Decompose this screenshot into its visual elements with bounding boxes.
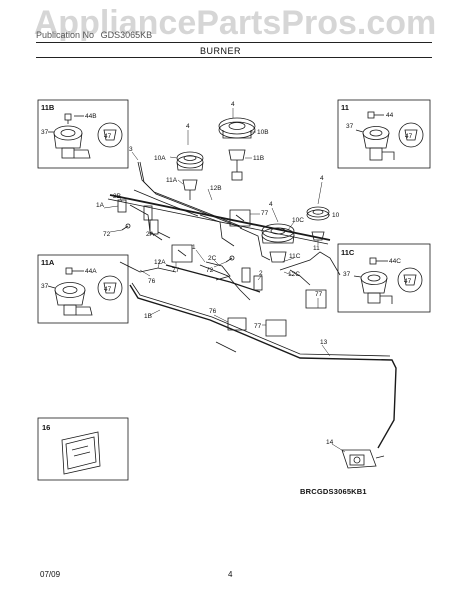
- model-number: GDS3065KB: [100, 30, 153, 40]
- callout-77-c: 77: [315, 291, 323, 298]
- bracket-77-c: [265, 319, 287, 337]
- callout-37: 37: [41, 129, 49, 136]
- inset-11: 11 44 37 47: [337, 99, 431, 169]
- callout-47: 47: [405, 133, 413, 140]
- callout-47: 47: [104, 133, 112, 140]
- callout-4-c: 4: [269, 201, 273, 208]
- burner-10: [306, 206, 330, 241]
- inset-11c-label: 11C: [341, 248, 355, 257]
- inset-16-label: 16: [42, 423, 50, 432]
- bracket-77-d: [305, 289, 327, 309]
- screw-72-b: [225, 255, 235, 263]
- callout-37: 37: [346, 123, 354, 130]
- callout-72-b: 72: [206, 267, 214, 274]
- screw-72-a: [121, 223, 131, 231]
- callout-labels: 4 4 4 4 10B 10A 11B 3 11A 12B 2B 1A 72 2…: [96, 101, 340, 446]
- page-number: 4: [228, 570, 233, 579]
- callout-12a: 12A: [154, 259, 166, 266]
- bracket-77-b: [171, 244, 193, 263]
- callout-12c: 12C: [288, 271, 300, 278]
- callout-12b: 12B: [210, 185, 222, 192]
- callout-44a: 44A: [85, 268, 97, 275]
- watermark: AppliancePartsPros.com: [33, 4, 437, 42]
- callout-4-a: 4: [186, 123, 190, 130]
- header-rule-bottom: [36, 57, 432, 58]
- callout-2c: 2C: [208, 255, 217, 262]
- callout-77-a: 77: [261, 210, 269, 217]
- callout-10: 10: [332, 212, 340, 219]
- callout-2: 2: [259, 270, 263, 277]
- callout-leaders: [103, 108, 346, 453]
- callout-44: 44: [386, 112, 394, 119]
- callout-11a: 11A: [166, 177, 178, 184]
- section-title: BURNER: [200, 46, 242, 56]
- inset-11a-label: 11A: [41, 258, 55, 267]
- callout-1a: 1A: [96, 202, 105, 209]
- callout-11: 11: [313, 245, 320, 252]
- publication-label: Publication No: [36, 30, 95, 40]
- inset-16: 16: [37, 417, 129, 481]
- callout-47: 47: [404, 278, 412, 285]
- manifold-1: [165, 261, 261, 331]
- burner-10b: [218, 117, 256, 181]
- callout-2a: 2A: [146, 231, 155, 238]
- header-line: Publication No GDS3065KB: [36, 30, 156, 40]
- callout-2b: 2B: [113, 193, 121, 200]
- callout-4-b: 4: [231, 101, 235, 108]
- callout-47: 47: [104, 286, 112, 293]
- bracket-77-a: [229, 209, 251, 227]
- callout-1: 1: [192, 244, 196, 251]
- callout-77-b: 77: [172, 267, 180, 274]
- inset-11-label: 11: [341, 103, 349, 112]
- callout-14: 14: [326, 439, 334, 446]
- callout-10a: 10A: [154, 155, 166, 162]
- callout-44c: 44C: [389, 258, 401, 265]
- manifold-rail: [107, 194, 331, 286]
- callout-1b: 1B: [144, 313, 152, 320]
- callout-10b: 10B: [257, 129, 269, 136]
- inset-11b: 11B 44B 37 47: [37, 99, 129, 169]
- igniter-wire-harness: [133, 161, 243, 229]
- callout-76-a: 76: [148, 278, 156, 285]
- inset-11a: 11A 44A 37 47: [37, 254, 129, 324]
- callout-10c: 10C: [292, 217, 304, 224]
- callout-77-d: 77: [254, 323, 262, 330]
- footer-date: 07/09: [40, 570, 61, 579]
- callout-11c: 11C: [289, 253, 301, 260]
- burner-10a: [176, 151, 204, 200]
- callout-44b: 44B: [85, 113, 97, 120]
- callout-37: 37: [41, 283, 49, 290]
- callout-11b: 11B: [253, 155, 264, 162]
- callout-76-b: 76: [209, 308, 217, 315]
- callout-3: 3: [129, 146, 133, 153]
- callout-37: 37: [343, 271, 351, 278]
- inset-11b-label: 11B: [41, 103, 55, 112]
- main-gas-line: [129, 282, 397, 449]
- callout-72-a: 72: [103, 231, 111, 238]
- callout-4-d: 4: [320, 175, 324, 182]
- inset-11c: 11C 44C 37 47: [337, 243, 431, 313]
- header-rule-top: [36, 42, 432, 43]
- callout-13: 13: [320, 339, 328, 346]
- diagram-reference-code: BRCGDS3065KB1: [300, 487, 367, 496]
- pressure-regulator-14: [341, 449, 385, 469]
